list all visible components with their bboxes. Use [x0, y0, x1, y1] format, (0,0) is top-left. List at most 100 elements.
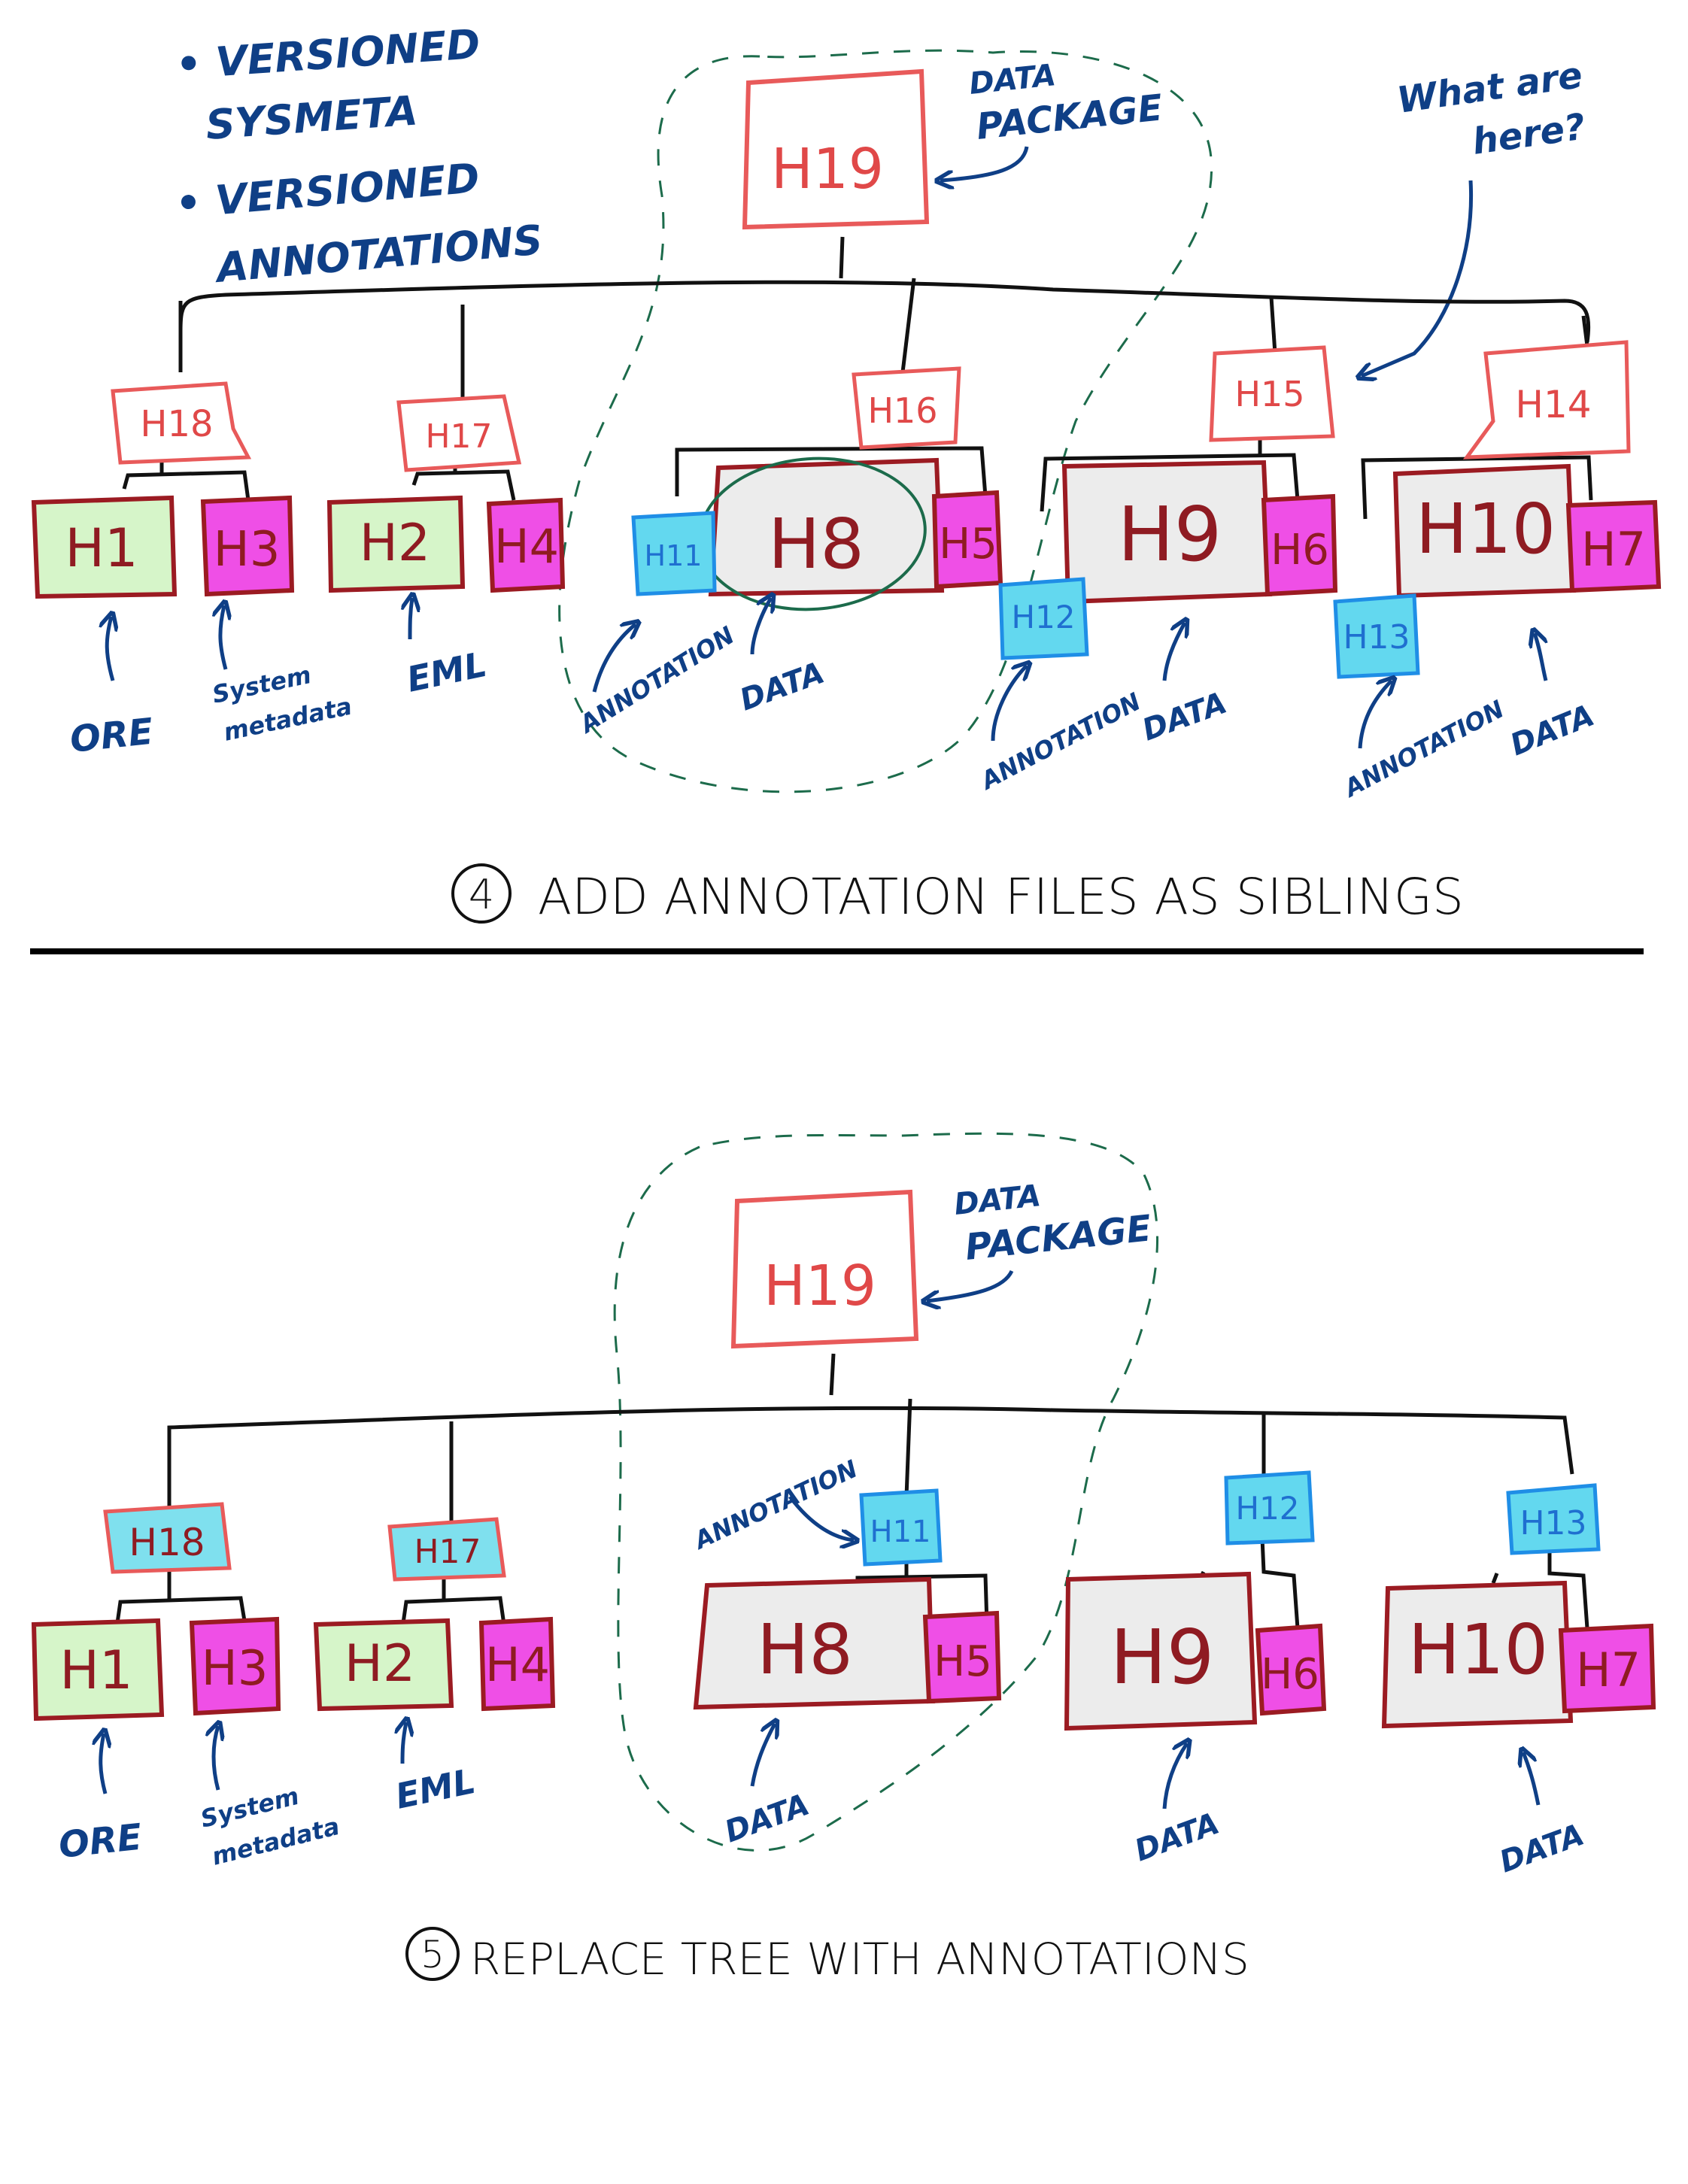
node-top-H7: H7 [1565, 499, 1662, 593]
node-bottom-H4: H4 [478, 1616, 556, 1712]
top-annotation-label-3: ANNOTATION [1337, 694, 1509, 803]
node-top-H12: H12 [998, 577, 1089, 660]
node-label: H5 [939, 520, 997, 569]
node-label: H14 [1515, 383, 1591, 426]
node-label: H13 [1520, 1504, 1586, 1542]
node-label: H7 [1581, 522, 1646, 577]
question-note: What are here? [1395, 54, 1588, 163]
node-bottom-H9: H9 [1064, 1571, 1258, 1731]
node-top-H6: H6 [1261, 493, 1338, 597]
node-bottom-H2: H2 [313, 1618, 454, 1712]
node-top-H18: H18 [111, 381, 252, 465]
top-caption: 4 ADD ANNOTATION FILES AS SIBLINGS [451, 863, 1464, 926]
top-package-label: DATA PACKAGE [967, 58, 1164, 148]
bottom-package-label: DATA PACKAGE [952, 1178, 1153, 1269]
node-top-H2: H2 [326, 495, 466, 593]
node-top-H9: H9 [1061, 460, 1273, 605]
pkg-label-line-1: DATA [967, 58, 1058, 102]
caption-number: 4 [469, 871, 494, 918]
node-label: H19 [764, 1254, 876, 1318]
bottom-package-boundary [613, 1132, 1159, 1852]
node-bottom-H19: H19 [730, 1189, 919, 1349]
node-bottom-H17: H17 [387, 1517, 506, 1582]
node-top-H4: H4 [486, 497, 566, 593]
node-bottom-H8: H8 [693, 1576, 936, 1710]
pkg-label-arrow [940, 146, 1029, 180]
node-label: H2 [360, 514, 430, 573]
note-line-3: • VERSIONED [174, 154, 481, 228]
node-top-H15: H15 [1209, 345, 1335, 442]
node-top-H16: H16 [852, 366, 961, 450]
node-bottom-H1: H1 [31, 1618, 165, 1721]
node-label: H15 [1234, 374, 1304, 414]
node-bottom-H3: H3 [189, 1616, 281, 1716]
node-label: H8 [757, 1609, 853, 1690]
node-label: H8 [768, 504, 864, 584]
node-label: H9 [1110, 1613, 1215, 1701]
node-top-H8: H8 [708, 457, 945, 597]
bottom-data-label-3: DATA [1495, 1818, 1589, 1880]
bottom-arrows [101, 1495, 1541, 1809]
versioned-notes: • VERSIONED SYSMETA • VERSIONED ANNOTATI… [174, 20, 545, 292]
node-label: H7 [1576, 1643, 1641, 1697]
node-top-H5: H5 [931, 490, 1003, 590]
node-label: H17 [414, 1533, 481, 1571]
node-label: H12 [1011, 599, 1075, 635]
top-panel: • VERSIONED SYSMETA • VERSIONED ANNOTATI… [31, 20, 1662, 926]
top-eml-label: EML [403, 644, 490, 700]
node-bottom-H5: H5 [922, 1610, 1002, 1704]
node-label: H3 [214, 522, 281, 578]
node-top-H11: H11 [631, 511, 717, 596]
node-top-H17: H17 [396, 394, 522, 472]
top-package-boundary [558, 49, 1213, 793]
node-top-H19: H19 [742, 68, 930, 230]
caption-text: REPLACE TREE WITH ANNOTATIONS [470, 1934, 1249, 1985]
note-line-1: • VERSIONED [175, 20, 482, 89]
node-label: H1 [59, 1640, 132, 1701]
node-label: H1 [65, 517, 138, 579]
node-label: H10 [1408, 1609, 1548, 1690]
node-top-H3: H3 [200, 495, 295, 597]
node-bottom-H12: H12 [1224, 1470, 1315, 1545]
bottom-caption: 5 REPLACE TREE WITH ANNOTATIONS [405, 1927, 1249, 1985]
node-label: H16 [867, 390, 937, 431]
bottom-data-label-2: DATA [1131, 1806, 1224, 1869]
bottom-ore-label: ORE [56, 1816, 144, 1867]
node-label: H11 [870, 1515, 931, 1549]
node-bottom-H18: H18 [103, 1502, 232, 1574]
node-label: H6 [1261, 1650, 1319, 1699]
node-label: H12 [1235, 1490, 1299, 1527]
node-bottom-H13: H13 [1506, 1483, 1601, 1555]
node-bottom-H7: H7 [1558, 1623, 1656, 1714]
bottom-data-label-1: DATA [721, 1788, 814, 1850]
node-label: H5 [934, 1637, 992, 1686]
pkg-label-line-1: DATA [952, 1178, 1043, 1222]
node-label: H17 [425, 417, 492, 456]
node-label: H13 [1343, 618, 1410, 657]
top-data-label-2: DATA [1138, 686, 1231, 748]
node-label: H3 [202, 1641, 269, 1697]
node-label: H9 [1118, 490, 1222, 578]
node-bottom-H6: H6 [1255, 1623, 1327, 1716]
node-label: H11 [645, 539, 703, 572]
node-label: H10 [1416, 489, 1556, 569]
node-label: H19 [771, 137, 884, 202]
node-label: H18 [140, 403, 213, 445]
node-label: H4 [494, 519, 559, 574]
note-line-4: ANNOTATIONS [212, 216, 545, 292]
bottom-tree-lines [114, 1353, 1589, 1629]
top-data-label-1: DATA [736, 656, 829, 718]
top-ore-label: ORE [68, 711, 155, 761]
question-line-2: here? [1470, 105, 1588, 162]
note-line-2: SYSMETA [205, 86, 420, 149]
node-bottom-H11: H11 [859, 1488, 943, 1567]
caption-number-circle [405, 1927, 460, 1981]
node-top-H14: H14 [1462, 340, 1631, 460]
caption-number-circle [451, 863, 512, 924]
node-label: H6 [1271, 526, 1329, 575]
top-data-label-3: DATA [1506, 698, 1599, 763]
bottom-pkg-label-arrow [927, 1269, 1014, 1301]
top-arrows [107, 598, 1546, 749]
caption-number: 5 [420, 1933, 445, 1976]
